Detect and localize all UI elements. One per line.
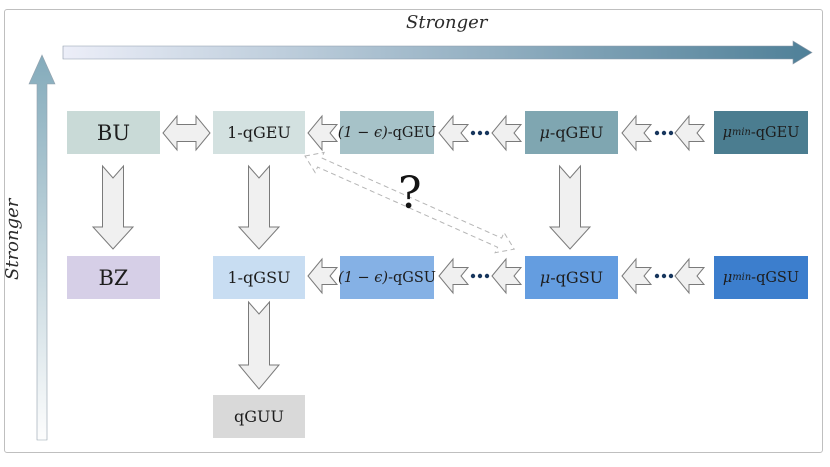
box-eps-qgeu-suffix: -qGEU	[387, 124, 437, 141]
box-1-qgeu: 1-qGEU	[213, 111, 305, 154]
box-eps-qgeu-math: (1 − ϵ)	[337, 124, 388, 141]
box-qguu-label: qGUU	[234, 407, 284, 426]
horizontal-gradient-arrow-icon	[62, 40, 813, 65]
box-eps-qgsu-suffix: -qGSU	[388, 269, 436, 286]
box-mumin-qgsu-math: μ	[722, 269, 733, 286]
box-bz-label: BZ	[98, 265, 129, 290]
down-arrow-1qgsu-qguu-icon	[237, 300, 281, 390]
box-bu-label: BU	[96, 120, 131, 145]
box-1-qgeu-label: 1-qGEU	[227, 123, 291, 142]
horizontal-axis-label: Stronger	[406, 12, 488, 33]
ellipsis-dots-icon	[470, 130, 674, 279]
box-mumin-qgsu-sub: min	[732, 272, 752, 283]
box-1-qgsu: 1-qGSU	[213, 256, 305, 299]
left-arrow-1qgeu-epsqgeu-icon	[307, 114, 339, 152]
box-eps-qgsu: (1 − ϵ)-qGSU	[338, 256, 436, 299]
box-mu-qgsu: μ-qGSU	[525, 256, 618, 299]
vertical-axis-label: Stronger	[2, 198, 23, 280]
dashed-question-double-arrow-icon	[304, 151, 516, 254]
box-mumin-qgeu-math: μ	[722, 124, 733, 141]
box-qguu: qGUU	[213, 395, 305, 438]
box-bu: BU	[67, 111, 160, 154]
box-mu-qgsu-suffix: -qGSU	[550, 268, 604, 287]
question-mark-label: ?	[398, 168, 422, 219]
left-arrow-dots-muqgeu-icon	[491, 114, 523, 152]
left-arrow-muqgeu-dots-icon	[621, 114, 653, 152]
down-arrow-muqgeu-muqgsu-icon	[548, 164, 592, 250]
box-mumin-qgsu-suffix: -qGSU	[751, 269, 800, 286]
vertical-gradient-arrow-icon	[28, 54, 56, 441]
left-arrow-dots-muqgsu-icon	[491, 257, 523, 295]
vertical-axis-label-text: Stronger	[2, 198, 23, 280]
box-mumin-qgeu-suffix: -qGEU	[750, 124, 800, 141]
box-bz: BZ	[67, 256, 160, 299]
left-arrow-epsqgsu-dots-icon	[438, 257, 470, 295]
figure-frame	[4, 9, 823, 453]
left-arrow-epsqgeu-dots-icon	[438, 114, 470, 152]
left-arrow-muqgsu-dots-icon	[621, 257, 653, 295]
box-eps-qgsu-math: (1 − ϵ)	[338, 269, 389, 286]
left-arrow-1qgsu-epsqgsu-icon	[307, 257, 339, 295]
box-mu-qgeu-suffix: -qGEU	[549, 123, 604, 142]
box-mu-qgeu-math: μ	[539, 123, 550, 142]
down-arrow-1qgeu-1qgsu-icon	[237, 164, 281, 250]
box-mumin-qgeu-sub: min	[732, 127, 751, 138]
box-mu-qgsu-math: μ	[539, 268, 551, 287]
left-arrow-dots-muminqgeu-icon	[674, 114, 706, 152]
box-mu-qgeu: μ-qGEU	[525, 111, 618, 154]
box-1-qgsu-label: 1-qGSU	[227, 268, 291, 287]
box-eps-qgeu: (1 − ϵ)-qGEU	[337, 111, 437, 154]
down-arrow-bu-bz-icon	[91, 164, 135, 250]
left-arrow-dots-muminqgsu-icon	[674, 257, 706, 295]
double-arrow-bu-1qgeu-icon	[162, 114, 211, 152]
